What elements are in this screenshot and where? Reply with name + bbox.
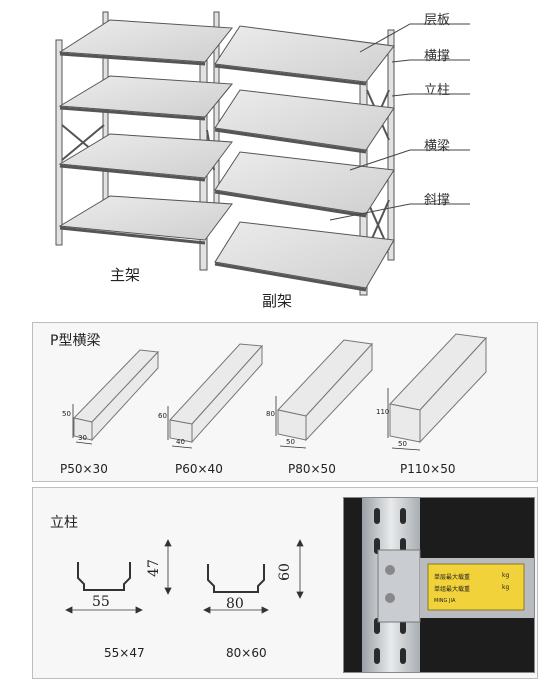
p110-height: 110	[376, 408, 390, 416]
post-photo: 单层最大载重 kg 单组最大载重 kg MING JIA	[343, 497, 535, 673]
main-rack-shelves	[58, 19, 234, 241]
sub-rack-caption: 副架	[262, 292, 293, 310]
plate-unit-1: kg	[502, 572, 510, 579]
p80-height: 80	[266, 410, 275, 418]
p80-width: 50	[286, 438, 295, 446]
p110-caption: P110×50	[400, 462, 456, 476]
label-shelf-board: 层板	[424, 13, 451, 28]
p60-height: 60	[158, 412, 167, 420]
label-diagonal-brace: 斜撑	[424, 193, 451, 208]
post-80-width: 80	[226, 596, 244, 612]
sub-rack-shelves	[214, 25, 395, 289]
post-55-height: 47	[145, 559, 162, 577]
post-panel-title: 立柱	[50, 515, 78, 531]
p60-caption: P60×40	[175, 462, 223, 476]
shelf-illustration	[55, 11, 470, 296]
plate-unit-2: kg	[502, 584, 510, 591]
beam-panel-title: P型横梁	[50, 333, 101, 349]
label-beam: 横梁	[424, 139, 451, 154]
plate-line-2: 单组最大载重	[434, 586, 471, 593]
p110-width: 50	[398, 440, 407, 448]
p60-width: 40	[176, 438, 185, 446]
leader-lines	[329, 23, 470, 221]
label-cross-brace: 横撑	[424, 49, 451, 64]
label-upright-post: 立柱	[424, 83, 451, 98]
p50-width: 30	[78, 434, 87, 442]
p80-caption: P80×50	[288, 462, 336, 476]
post-55-caption: 55×47	[104, 646, 145, 660]
post-80-height: 60	[276, 563, 293, 581]
post-55-width: 55	[92, 594, 110, 610]
post-80-caption: 80×60	[226, 646, 267, 660]
p50-height: 50	[62, 410, 71, 418]
p50-caption: P50×30	[60, 462, 108, 476]
plate-brand: MING JIA	[434, 598, 456, 604]
main-rack-caption: 主架	[110, 266, 141, 284]
plate-line-1: 单层最大载重	[434, 574, 471, 581]
